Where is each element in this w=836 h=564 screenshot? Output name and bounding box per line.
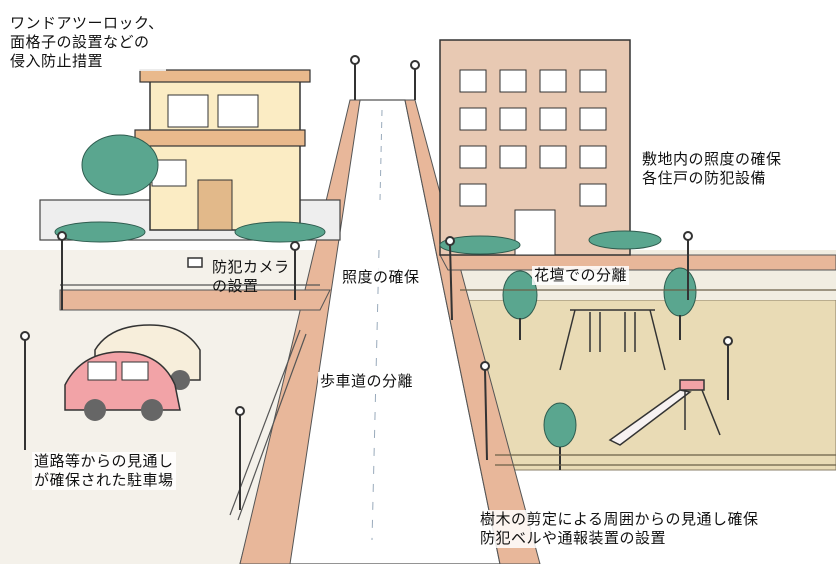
label-park-line1: 樹木の剪定による周囲からの見通し確保 [480, 510, 759, 528]
label-flowerbed: 花壇での分離 [532, 266, 630, 285]
apartment-windows [459, 69, 607, 207]
label-camera: 防犯カメラ の設置 [212, 258, 290, 296]
house-roof [139, 69, 311, 83]
slide [608, 379, 721, 446]
planter-1 [439, 235, 521, 255]
label-lighting-building-line2: 各住戸の防犯設備 [642, 169, 767, 187]
swing-set [559, 309, 666, 371]
label-parking: 道路等からの見通し が確保された駐車場 [32, 452, 176, 490]
label-home-security-line2: 面格子の設置などの [10, 33, 150, 51]
label-parking-line1: 道路等からの見通し [34, 452, 174, 470]
label-park: 樹木の剪定による周囲からの見通し確保 防犯ベルや通報装置の設置 [478, 510, 761, 548]
label-home-security: ワンドアツーロック、 面格子の設置などの 侵入防止措置 [8, 14, 166, 71]
house-shrub [81, 134, 159, 196]
apartment-entrance [514, 209, 556, 256]
park-ground [454, 299, 836, 471]
hedge-left-2 [234, 221, 326, 243]
label-lighting-road: 照度の確保 [340, 268, 422, 287]
planter-2 [588, 230, 662, 250]
label-camera-line1: 防犯カメラ [212, 258, 290, 276]
label-parking-line2: が確保された駐車場 [34, 471, 174, 489]
left-fence [60, 284, 320, 521]
cross-sidewalk-left [59, 289, 331, 311]
label-home-security-line3: 侵入防止措置 [10, 52, 104, 70]
label-camera-line2: の設置 [212, 277, 259, 295]
house-door [197, 179, 233, 231]
label-park-line2: 防犯ベルや通報装置の設置 [480, 529, 667, 547]
security-camera [187, 257, 203, 268]
road-centerline-1 [379, 109, 383, 201]
park-tree-2 [663, 267, 697, 317]
hedge-left-1 [54, 221, 146, 243]
label-lighting-building-line1: 敷地内の照度の確保 [642, 150, 782, 168]
right-sidewalk [404, 99, 541, 564]
house-balcony [134, 129, 306, 147]
street-lights [20, 55, 733, 510]
road-centerline-2 [371, 249, 380, 541]
label-home-security-line1: ワンドアツーロック、 [10, 14, 164, 32]
house-window-2 [217, 94, 259, 128]
house-window-1 [167, 94, 209, 128]
cross-sidewalk-right [439, 254, 836, 271]
park-fence [460, 289, 836, 466]
label-lighting-building: 敷地内の照度の確保 各住戸の防犯設備 [640, 150, 784, 188]
label-sidewalk-separation: 歩車道の分離 [318, 372, 416, 391]
car-pink [64, 351, 181, 421]
park-tree-3 [543, 402, 577, 448]
